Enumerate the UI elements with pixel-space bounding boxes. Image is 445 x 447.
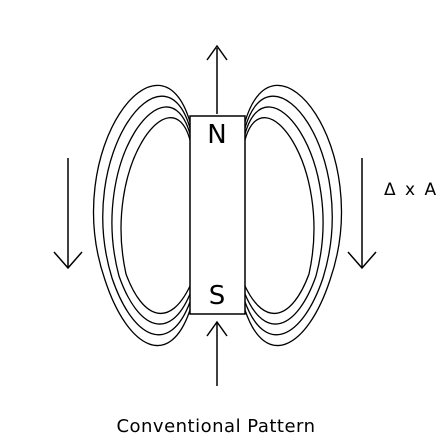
diagram-caption: Conventional Pattern [116, 416, 315, 437]
south-pole-label: S [209, 281, 226, 311]
left-field-lines [92, 84, 191, 347]
field-line-left-4 [120, 117, 191, 314]
side-label: Δ x A [384, 180, 438, 200]
north-pole-label: N [207, 120, 226, 150]
field-line-right-3 [244, 106, 324, 325]
right-field-lines [244, 84, 343, 347]
field-line-right-2 [244, 95, 333, 336]
bar-magnet [189, 115, 246, 315]
field-line-right-4 [244, 117, 315, 314]
field-line-left-2 [102, 95, 191, 336]
left-down-arrow-icon [53, 158, 83, 270]
field-line-left-3 [111, 106, 191, 325]
top-up-arrow-icon [206, 44, 228, 114]
field-line-right-1 [244, 84, 343, 347]
bottom-up-arrow-icon [206, 320, 228, 386]
field-line-left-1 [92, 84, 191, 347]
right-down-arrow-icon [347, 158, 377, 270]
